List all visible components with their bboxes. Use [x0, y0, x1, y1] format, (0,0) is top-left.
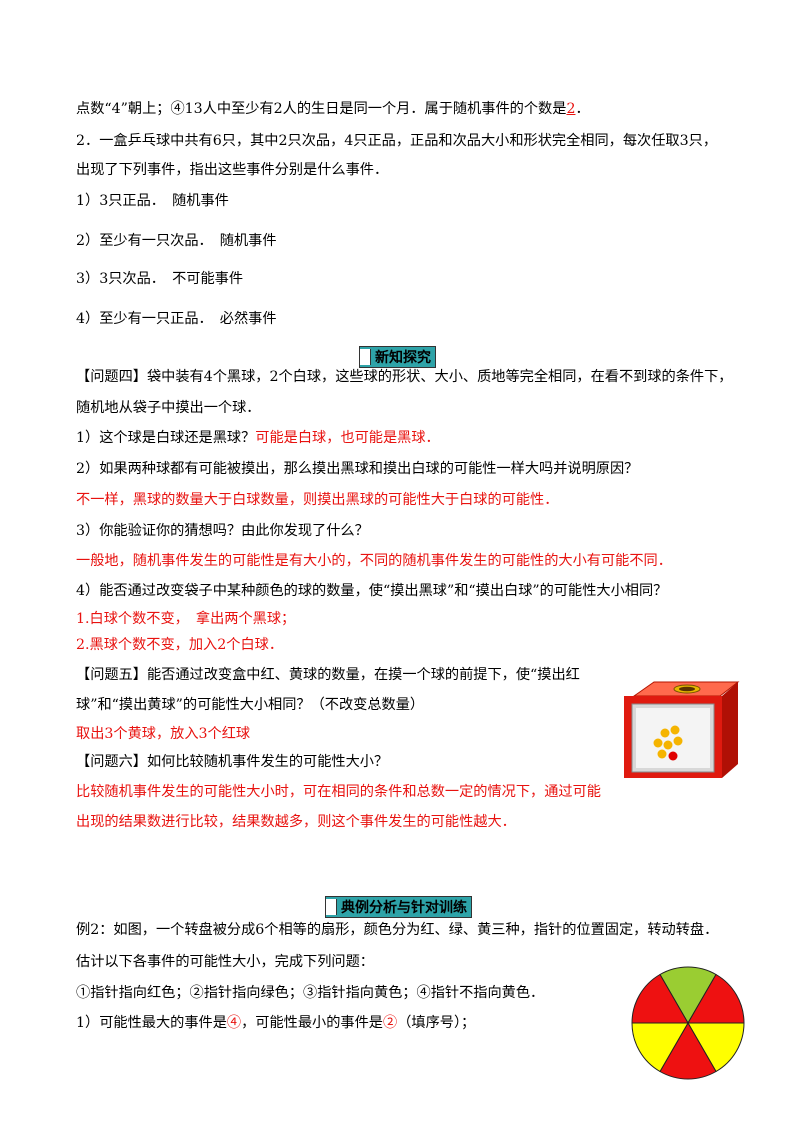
q4-sub1-answer: 可能是白球，也可能是黑球．	[255, 430, 440, 446]
section-box-icon	[326, 899, 337, 915]
question-6-line1: 【问题六】如何比较随机事件发生的可能性大小？	[76, 754, 389, 770]
question-5-line1: 【问题五】能否通过改变盒中红、黄球的数量，在摸一个球的前提下，使“摸出红	[76, 667, 580, 683]
spinner-sector-yellow	[631, 1022, 689, 1073]
q4-sub3-answer: 一般地，随机事件发生的可能性是有大小的，不同的随机事件发生的可能性的大小有可能不…	[76, 553, 672, 569]
q4-sub2: 2）如果两种球都有可能被摸出，那么摸出黑球和摸出白球的可能性一样大吗并说明原因？	[76, 461, 639, 477]
question-5-answer: 取出3个黄球，放入3个红球	[76, 726, 251, 742]
section-box-icon	[360, 349, 371, 365]
question-6-answer1: 比较随机事件发生的可能性大小时，可在相同的条件和总数一定的情况下，通过可能	[76, 784, 601, 800]
spinner-sector-yellow	[687, 1022, 745, 1073]
example-2-line1: 例2：如图，一个转盘被分成6个相等的扇形，颜色分为红、绿、黄三种，指针的位置固定…	[76, 922, 719, 938]
spinner-sector-red	[659, 1022, 717, 1080]
question-6-answer2: 出现的结果数进行比较，结果数越多，则这个事件发生的可能性越大．	[76, 814, 516, 830]
q4-sub1: 1）这个球是白球还是黑球？可能是白球，也可能是黑球．	[76, 430, 440, 446]
text-line: 点数“4”朝上；④13人中至少有2人的生日是同一个月．属于随机事件的个数是2．	[76, 101, 590, 117]
item-2: 2）至少有一只次品． 随机事件	[76, 233, 277, 249]
q4-sub4-answer2: 2.黑球个数不变，加入2个白球．	[76, 637, 284, 653]
question-4-title: 【问题四】袋中装有4个黑球，2个白球，这些球的形状、大小、质地等完全相同，在看不…	[76, 369, 733, 385]
example-2-line2: 估计以下各事件的可能性大小，完成下列问题：	[76, 954, 374, 970]
q4-sub2-answer: 不一样，黑球的数量大于白球数量，则摸出黑球的可能性大于白球的可能性．	[76, 492, 559, 508]
section-header-examples: 典例分析与针对训练	[325, 896, 472, 918]
answer-min: ②	[383, 1015, 398, 1031]
spinner-sector-red	[631, 973, 689, 1024]
answer-2: 2	[566, 101, 576, 117]
lottery-box-image	[624, 681, 740, 778]
answer-max: ④	[226, 1015, 242, 1031]
box-balls	[653, 725, 683, 761]
problem-2-line2: 出现了下列事件，指出这些事件分别是什么事件．	[76, 162, 389, 178]
spinner-wheel	[631, 966, 745, 1080]
item-3: 3）3只次品． 不可能事件	[76, 271, 244, 287]
problem-2-line1: 2．一盒乒乓球中共有6只，其中2只次品，4只正品，正品和次品大小和形状完全相同，…	[76, 133, 718, 149]
question-5-line2: 球”和“摸出黄球”的可能性大小相同？（不改变总数量）	[76, 697, 425, 713]
item-4: 4）至少有一只正品． 必然事件	[76, 311, 277, 327]
spinner-sector-green	[659, 966, 717, 1024]
q4-sub4-answer1: 1.白球个数不变， 拿出两个黑球；	[76, 611, 296, 627]
spinner-sector-red	[687, 973, 745, 1024]
question-4-title2: 随机地从袋子中摸出一个球．	[76, 400, 261, 416]
q4-sub3: 3）你能验证你的猜想吗？由此你发现了什么？	[76, 523, 369, 539]
q4-sub4: 4）能否通过改变袋子中某种颜色的球的数量，使“摸出黑球”和“摸出白球”的可能性大…	[76, 583, 668, 599]
item-1: 1）3只正品． 随机事件	[76, 193, 229, 209]
example-2-question1: 1）可能性最大的事件是④，可能性最小的事件是②（填序号）；	[76, 1015, 476, 1031]
example-2-line3: ①指针指向红色；②指针指向绿色；③指针指向黄色；④指针不指向黄色．	[76, 985, 545, 1001]
section-header-new-knowledge: 新知探究	[359, 346, 436, 368]
